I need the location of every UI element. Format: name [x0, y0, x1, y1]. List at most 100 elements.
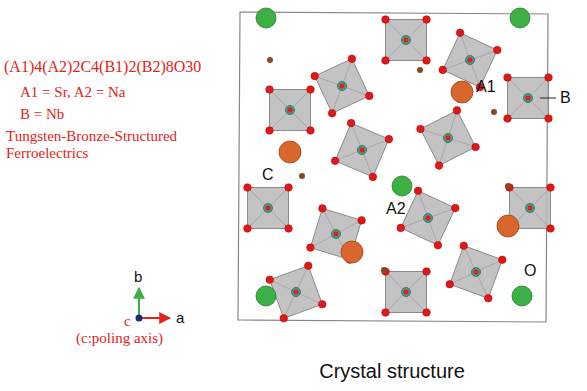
octahedron — [315, 59, 370, 114]
c-axis — [136, 315, 143, 322]
nb-atom — [402, 288, 411, 297]
oxygen-atom — [328, 109, 336, 117]
oxygen-atom — [414, 187, 422, 195]
oxygen-atom — [266, 86, 274, 94]
oxygen-atom — [504, 115, 512, 123]
oxygen-atom — [456, 29, 464, 37]
nb-atom — [332, 230, 341, 239]
site-assignment: B = Nb — [20, 106, 64, 123]
oxygen-atom — [547, 184, 555, 192]
c-site — [381, 267, 387, 273]
oxygen-atom — [385, 135, 393, 143]
oxygen-atom — [280, 314, 288, 322]
oxygen-atom — [347, 119, 355, 127]
oxygen-atom — [472, 143, 480, 151]
c-site — [505, 183, 511, 189]
oxygen-atom — [423, 309, 431, 317]
oxygen-atom — [307, 86, 315, 94]
oxygen-atom — [285, 184, 293, 192]
oxygen-atom — [460, 242, 468, 250]
nb-atom — [338, 82, 347, 91]
site-label: A1 — [476, 78, 496, 96]
site-label: A2 — [386, 200, 406, 218]
oxygen-atom — [545, 115, 553, 123]
oxygen-atom — [493, 46, 501, 54]
c-site — [417, 67, 423, 73]
site-label: O — [524, 262, 536, 280]
oxygen-atom — [382, 16, 390, 24]
octahedron — [401, 191, 456, 246]
oxygen-atom — [311, 72, 319, 80]
nb-atom — [292, 288, 301, 297]
oxygen-atom — [285, 225, 293, 233]
oxygen-atom — [348, 55, 356, 63]
oxygen-atom — [304, 262, 312, 270]
axis-note: (c:poling axis) — [76, 330, 163, 347]
oxygen-atom — [266, 127, 274, 135]
nb-atom — [402, 36, 411, 45]
a-axis — [139, 317, 170, 319]
nb-atom — [466, 56, 475, 65]
oxygen-atom — [547, 225, 555, 233]
oxygen-atom — [266, 276, 274, 284]
oxygen-atom — [319, 205, 327, 213]
nbo6-octahedra — [244, 16, 555, 322]
oxygen-atom — [382, 309, 390, 317]
oxygen-atom — [545, 74, 553, 82]
b-axis — [138, 288, 140, 318]
leader-line — [540, 98, 556, 99]
a2-site — [512, 286, 532, 306]
oxygen-atom — [318, 300, 326, 308]
oxygen-atom — [451, 204, 459, 212]
structure-name: Tungsten-Bronze-Structured Ferroelectric… — [6, 128, 184, 163]
nb-atom — [444, 134, 453, 143]
octahedron — [270, 266, 323, 319]
a2-site — [256, 8, 276, 28]
oxygen-atom — [358, 217, 366, 225]
site-label: B — [560, 89, 571, 107]
octahedron — [247, 187, 288, 228]
a1-site — [497, 215, 519, 237]
oxygen-atom — [423, 57, 431, 65]
oxygen-atom — [435, 162, 443, 170]
a2-site — [510, 8, 530, 28]
caption: Crystal structure — [319, 360, 465, 383]
axis-label: b — [134, 268, 142, 285]
oxygen-atom — [397, 224, 405, 232]
oxygen-atom — [331, 157, 339, 165]
oxygen-atom — [453, 107, 461, 115]
axis-label: a — [176, 309, 184, 326]
octahedron — [385, 19, 426, 60]
nb-atom — [286, 106, 295, 115]
oxygen-atom — [439, 66, 447, 74]
formula: (A1)4(A2)2C4(B1)2(B2)8O30 — [4, 58, 201, 76]
nb-atom — [524, 94, 533, 103]
oxygen-atom — [506, 184, 514, 192]
oxygen-atom — [244, 184, 252, 192]
oxygen-atom — [382, 268, 390, 276]
a2-site — [392, 176, 412, 196]
oxygen-atom — [498, 256, 506, 264]
octahedron — [420, 110, 475, 165]
nb-atom — [526, 204, 535, 213]
octahedron — [450, 246, 503, 299]
c-site — [491, 109, 497, 115]
a1-site — [451, 81, 473, 103]
a1-site — [279, 141, 301, 163]
nb-atom — [358, 146, 367, 155]
a2-site — [256, 286, 276, 306]
a1-site — [341, 241, 363, 263]
oxygen-atom — [504, 74, 512, 82]
site-assignment: A1 = Sr, A2 = Na — [20, 84, 125, 101]
oxygen-atom — [307, 127, 315, 135]
oxygen-atom — [417, 125, 425, 133]
oxygen-atom — [382, 57, 390, 65]
unit-cell — [238, 12, 548, 322]
site-label: C — [262, 166, 274, 184]
nb-atom — [472, 268, 481, 277]
oxygen-atom — [423, 16, 431, 24]
oxygen-atom — [365, 92, 373, 100]
oxygen-atom — [244, 225, 252, 233]
oxygen-atom — [484, 294, 492, 302]
oxygen-atom — [446, 280, 454, 288]
